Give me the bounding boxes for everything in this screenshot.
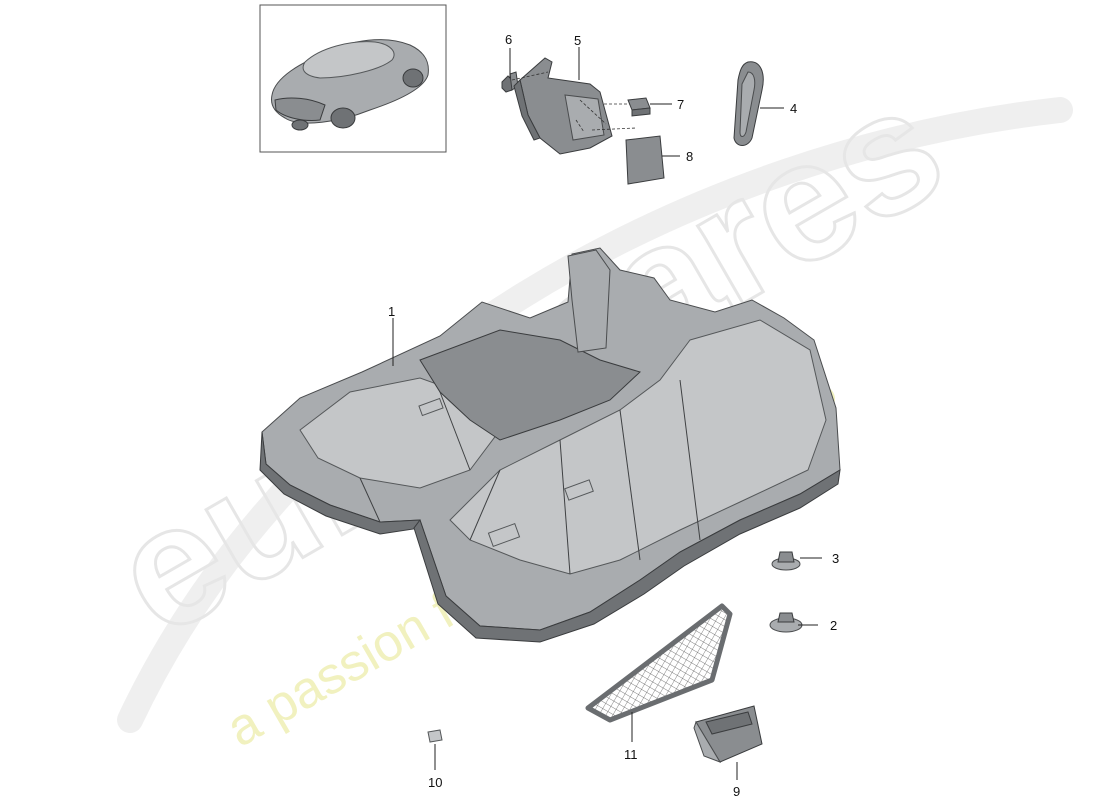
vehicle-thumbnail <box>259 4 447 153</box>
callout-2: 2 <box>830 618 837 633</box>
part-11-net <box>585 603 733 723</box>
callout-1: 1 <box>388 304 395 319</box>
part-9-storage-box <box>693 705 763 763</box>
part-7-fastener <box>627 97 651 117</box>
watermark-swoosh <box>117 97 1073 733</box>
callout-9: 9 <box>733 784 740 799</box>
part-3-grommet <box>771 551 801 571</box>
callout-8: 8 <box>686 149 693 164</box>
callout-10: 10 <box>428 775 442 790</box>
part-8-cover <box>625 135 665 185</box>
part-4-trim <box>733 61 764 146</box>
callout-4: 4 <box>790 101 797 116</box>
car-icon <box>271 39 429 131</box>
leader-lines <box>392 47 822 780</box>
part-10-pad <box>427 729 443 743</box>
part-5-trim-panel <box>513 57 613 155</box>
callout-5: 5 <box>574 33 581 48</box>
part-2-fastener <box>769 612 803 633</box>
callout-7: 7 <box>677 97 684 112</box>
callout-6: 6 <box>505 32 512 47</box>
callout-3: 3 <box>832 551 839 566</box>
callout-labels: 1 2 3 4 5 6 7 8 9 10 11 <box>388 32 839 799</box>
callout-11: 11 <box>624 747 638 762</box>
assembly-lines <box>511 71 637 133</box>
part-1-floor-covering <box>259 247 841 643</box>
